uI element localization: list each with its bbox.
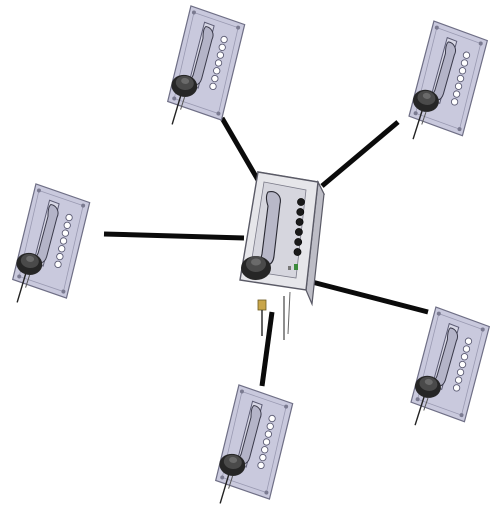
phone-station-right bbox=[406, 304, 492, 436]
cables bbox=[103, 116, 429, 387]
cable-right bbox=[311, 279, 429, 315]
central-control-box bbox=[239, 171, 326, 340]
phone-station-bottom bbox=[211, 382, 295, 513]
cable-bottom bbox=[259, 311, 275, 387]
phone-station-top-left bbox=[163, 3, 247, 134]
phone-station-top-right bbox=[404, 18, 490, 150]
phone-station-left bbox=[8, 181, 92, 312]
control-box-keypad bbox=[293, 198, 305, 256]
cable-top-right bbox=[320, 120, 400, 188]
cable-left bbox=[103, 231, 245, 241]
cable-top-left bbox=[219, 116, 261, 182]
